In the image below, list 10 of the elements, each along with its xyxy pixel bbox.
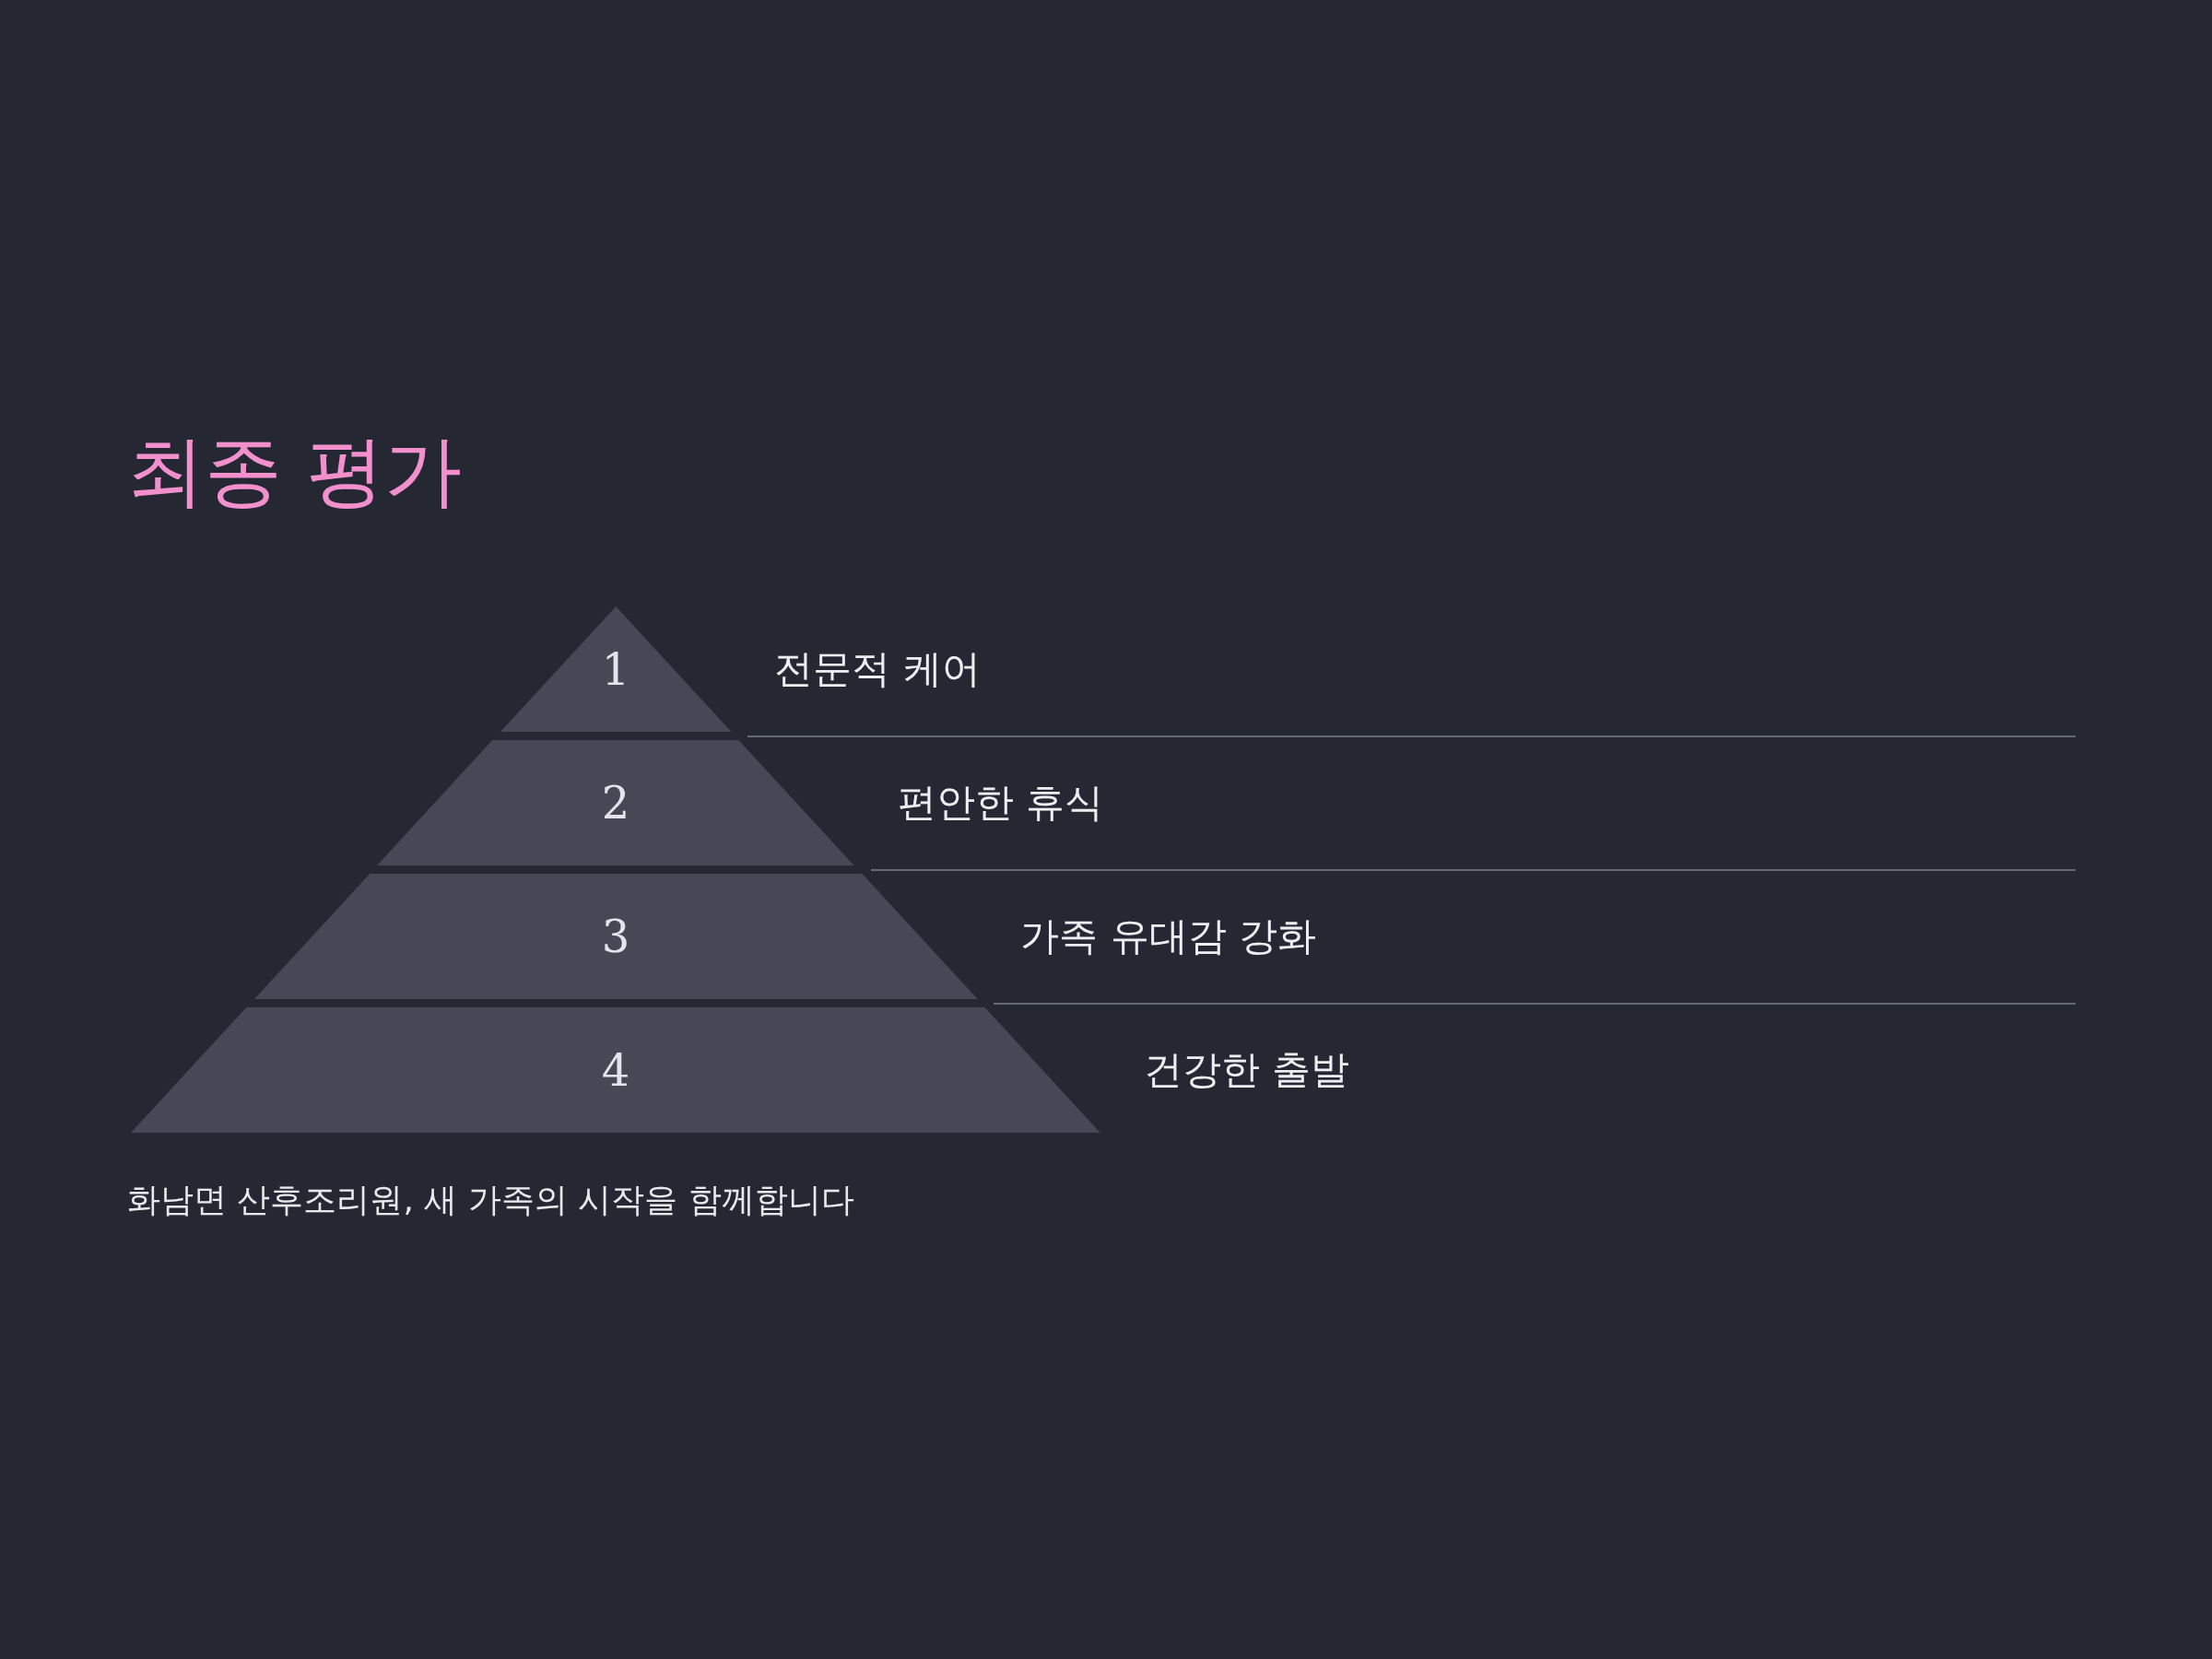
level-number: 1 xyxy=(601,643,630,695)
level-number: 2 xyxy=(601,777,630,829)
slide-title: 최종 평가 xyxy=(127,425,462,518)
caption: 화남면 산후조리원, 새 가족의 시작을 함께합니다 xyxy=(127,1180,854,1220)
level-label: 전문적 케어 xyxy=(774,645,981,693)
level-number: 4 xyxy=(601,1044,630,1096)
level-number: 3 xyxy=(601,911,630,962)
level-label: 가족 유대감 강화 xyxy=(1020,912,1317,960)
level-label: 편안한 휴식 xyxy=(897,779,1104,827)
level-label: 건강한 출발 xyxy=(1143,1046,1350,1094)
